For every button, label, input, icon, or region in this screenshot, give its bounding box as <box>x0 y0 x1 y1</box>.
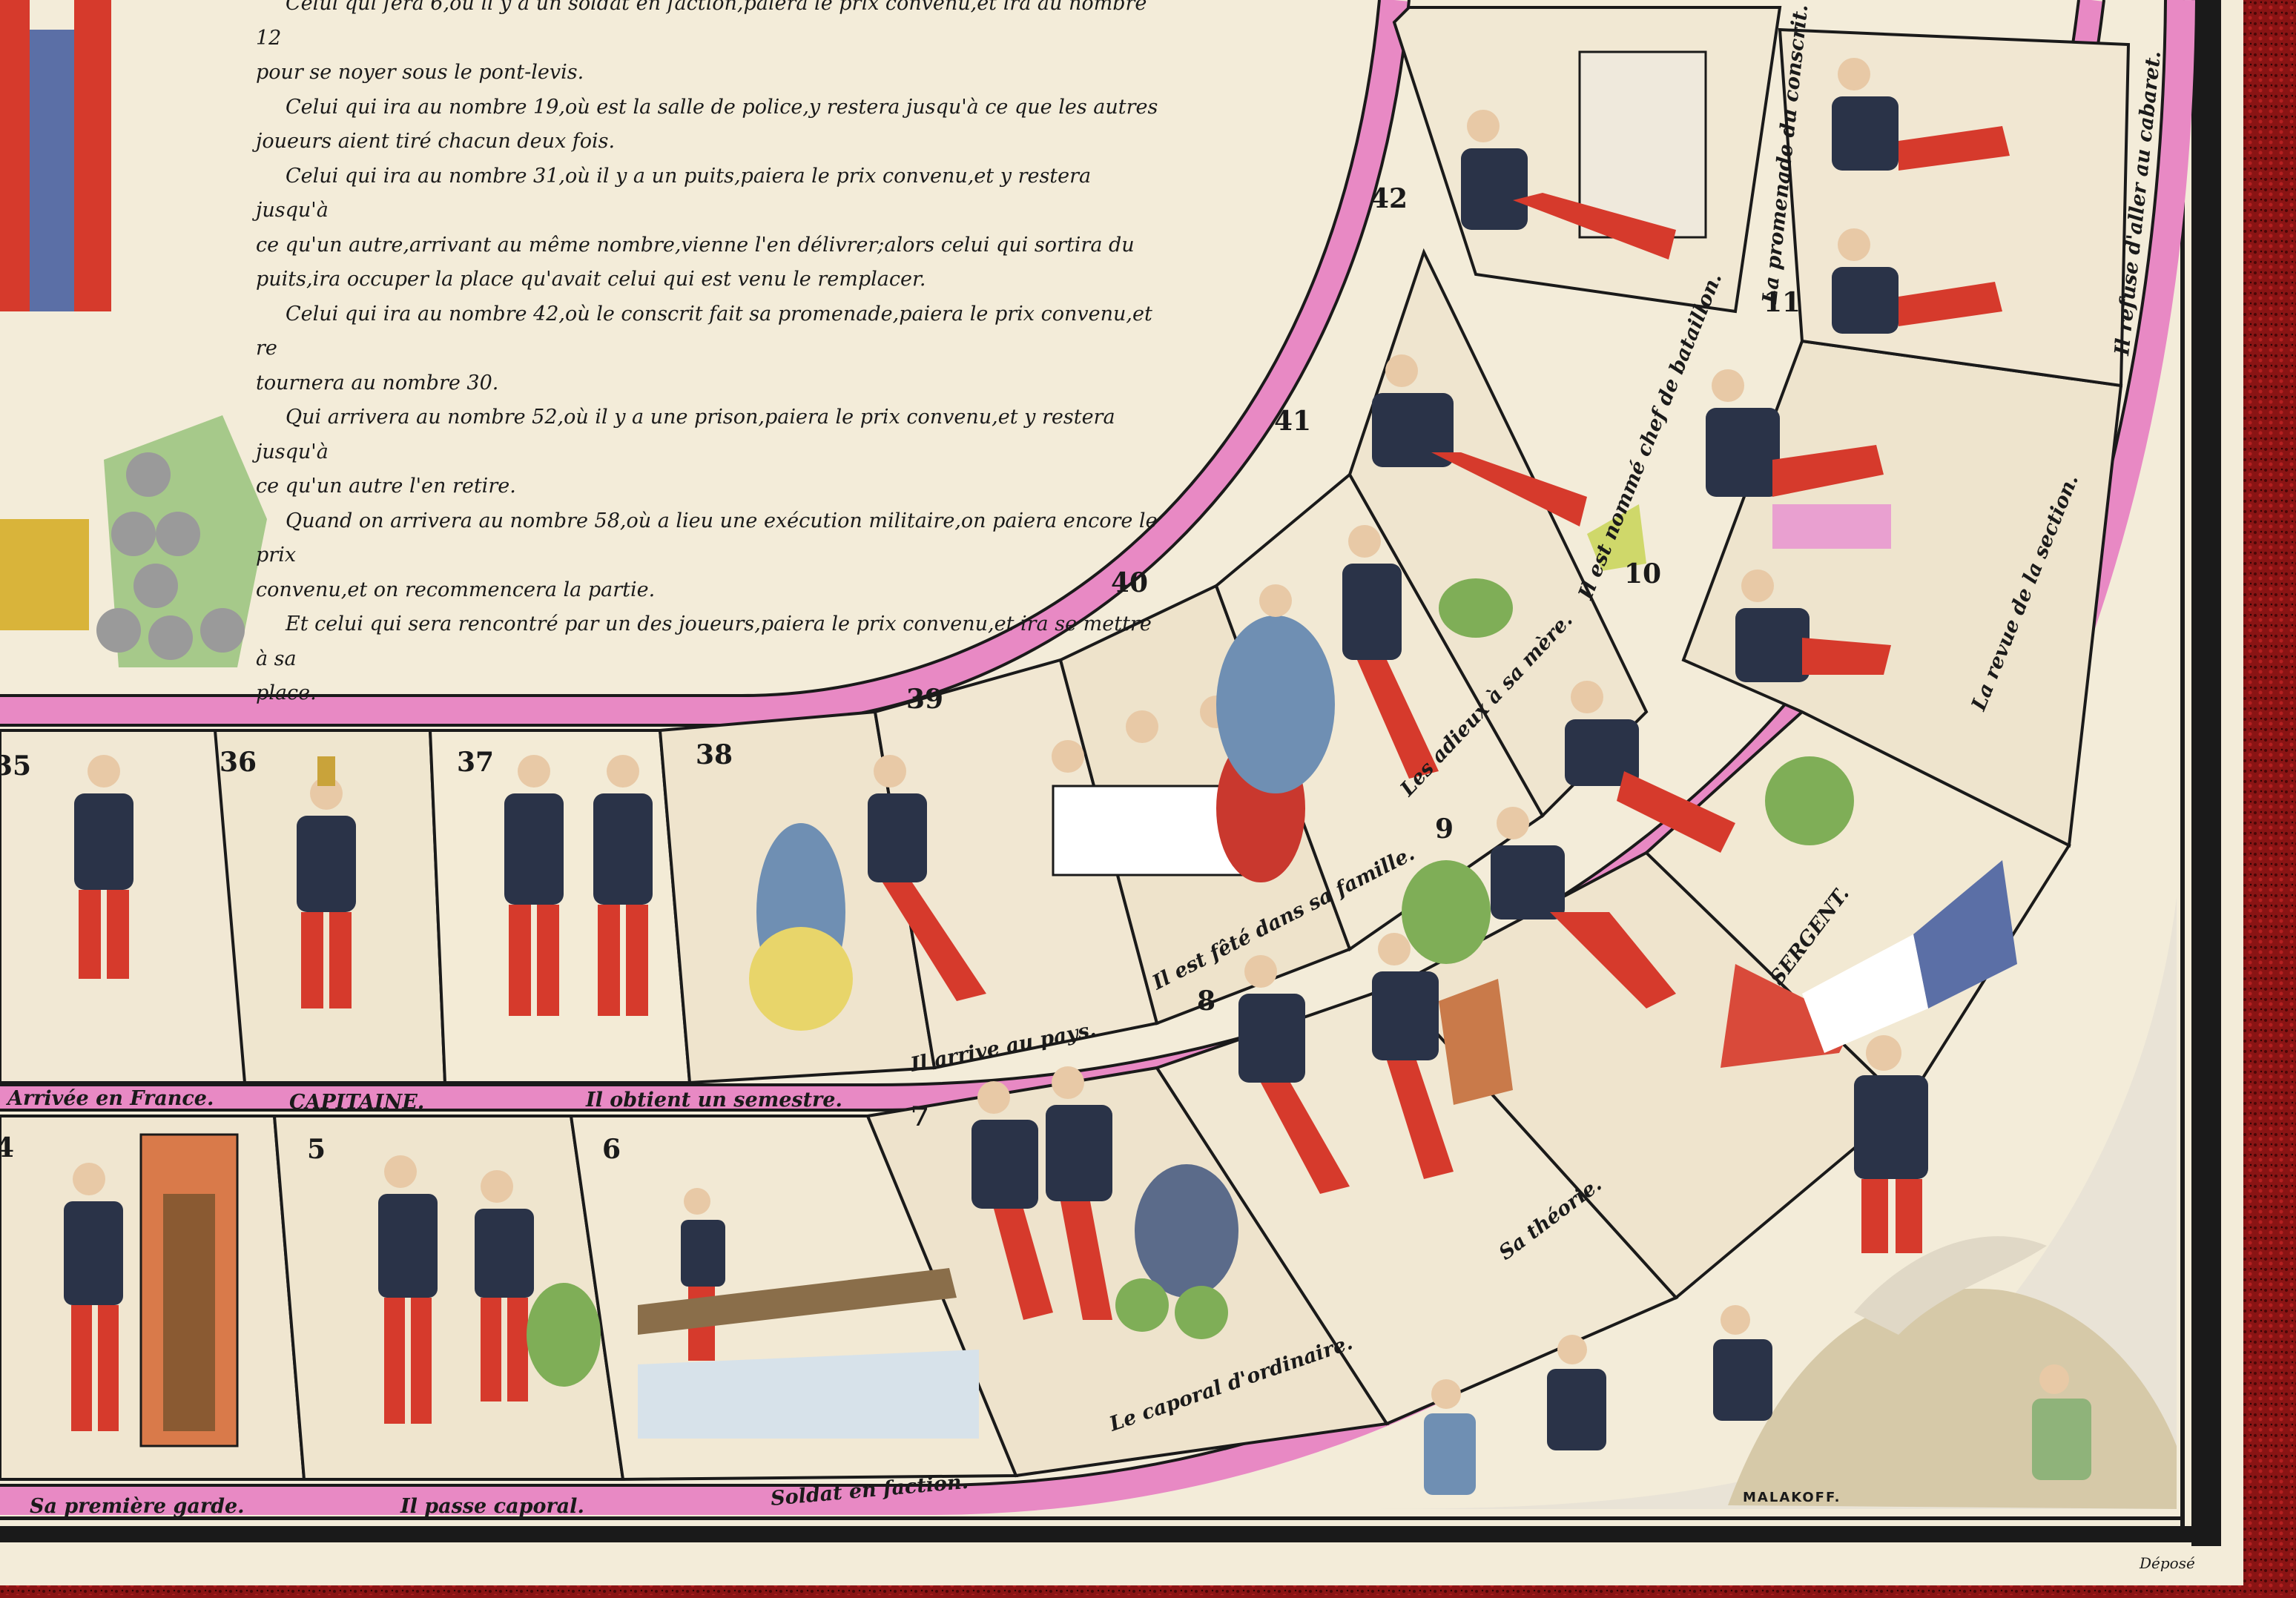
inner-caption-37: Il obtient un semestre. <box>585 1089 842 1112</box>
inner-caption-36: CAPITAINE. <box>289 1091 424 1114</box>
rules-line: Et celui qui sera rencontré par un des j… <box>256 613 1152 670</box>
outer-number-6: 6 <box>602 1134 621 1165</box>
outer-number-7: 7 <box>911 1101 929 1132</box>
inner-number-37: 37 <box>457 747 494 778</box>
rules-line: Quand on arrivera au nombre 58,où a lieu… <box>256 509 1158 567</box>
bottom-border <box>0 1526 2221 1542</box>
inner-caption-35: Arrivée en France. <box>5 1087 214 1110</box>
outer-number-9: 9 <box>1435 813 1454 845</box>
footer-mark: Déposé <box>2139 1554 2195 1572</box>
outer-number-4: 4 <box>0 1132 14 1163</box>
rules-line: tournera au nombre 30. <box>256 371 499 394</box>
rules-line: Celui qui ira au nombre 19,où est la sal… <box>286 95 1158 119</box>
outer-number-10: 10 <box>1624 558 1661 590</box>
rules-line: Celui qui ira au nombre 42,où le conscri… <box>256 302 1152 360</box>
rules-line: Celui qui ira au nombre 31,où il y a un … <box>256 164 1092 222</box>
rules-line: pour se noyer sous le pont-levis. <box>256 61 584 84</box>
outer-caption-5: Il passe caporal. <box>400 1495 584 1518</box>
outer-number-11: 11 <box>1764 287 1801 318</box>
inner-number-39: 39 <box>906 684 943 715</box>
rules-line: ce qu'un autre l'en retire. <box>256 475 516 498</box>
rules-line: puits,ira occuper la place qu'avait celu… <box>256 268 926 291</box>
corner-caption: MALAKOFF. <box>1743 1490 1841 1505</box>
outer-number-8: 8 <box>1197 985 1215 1017</box>
rules-line: ce qu'un autre,arrivant au même nombre,v… <box>256 233 1135 257</box>
flag-ornament <box>0 0 267 667</box>
rules-line: joueurs aient tiré chacun deux fois. <box>256 130 616 153</box>
rules-line: place. <box>256 681 317 704</box>
inner-number-41: 41 <box>1274 406 1311 437</box>
inner-number-36: 36 <box>220 747 257 778</box>
inner-number-35: 35 <box>0 750 31 782</box>
inner-number-38: 38 <box>696 739 733 770</box>
rules-line: convenu,et on recommencera la partie. <box>256 578 656 601</box>
rules-text: Celui qui fera 6,où il y a un soldat en … <box>256 0 1168 711</box>
outer-caption-4: Sa première garde. <box>30 1495 245 1518</box>
inner-number-40: 40 <box>1111 567 1148 598</box>
illustrations <box>64 50 2091 1495</box>
inner-number-42: 42 <box>1370 183 1408 214</box>
rules-line: Celui qui fera 6,où il y a un soldat en … <box>256 0 1147 50</box>
right-border <box>2191 0 2221 1546</box>
outer-number-5: 5 <box>307 1134 326 1165</box>
rules-line: Qui arrivera au nombre 52,où il y a une … <box>256 406 1115 463</box>
